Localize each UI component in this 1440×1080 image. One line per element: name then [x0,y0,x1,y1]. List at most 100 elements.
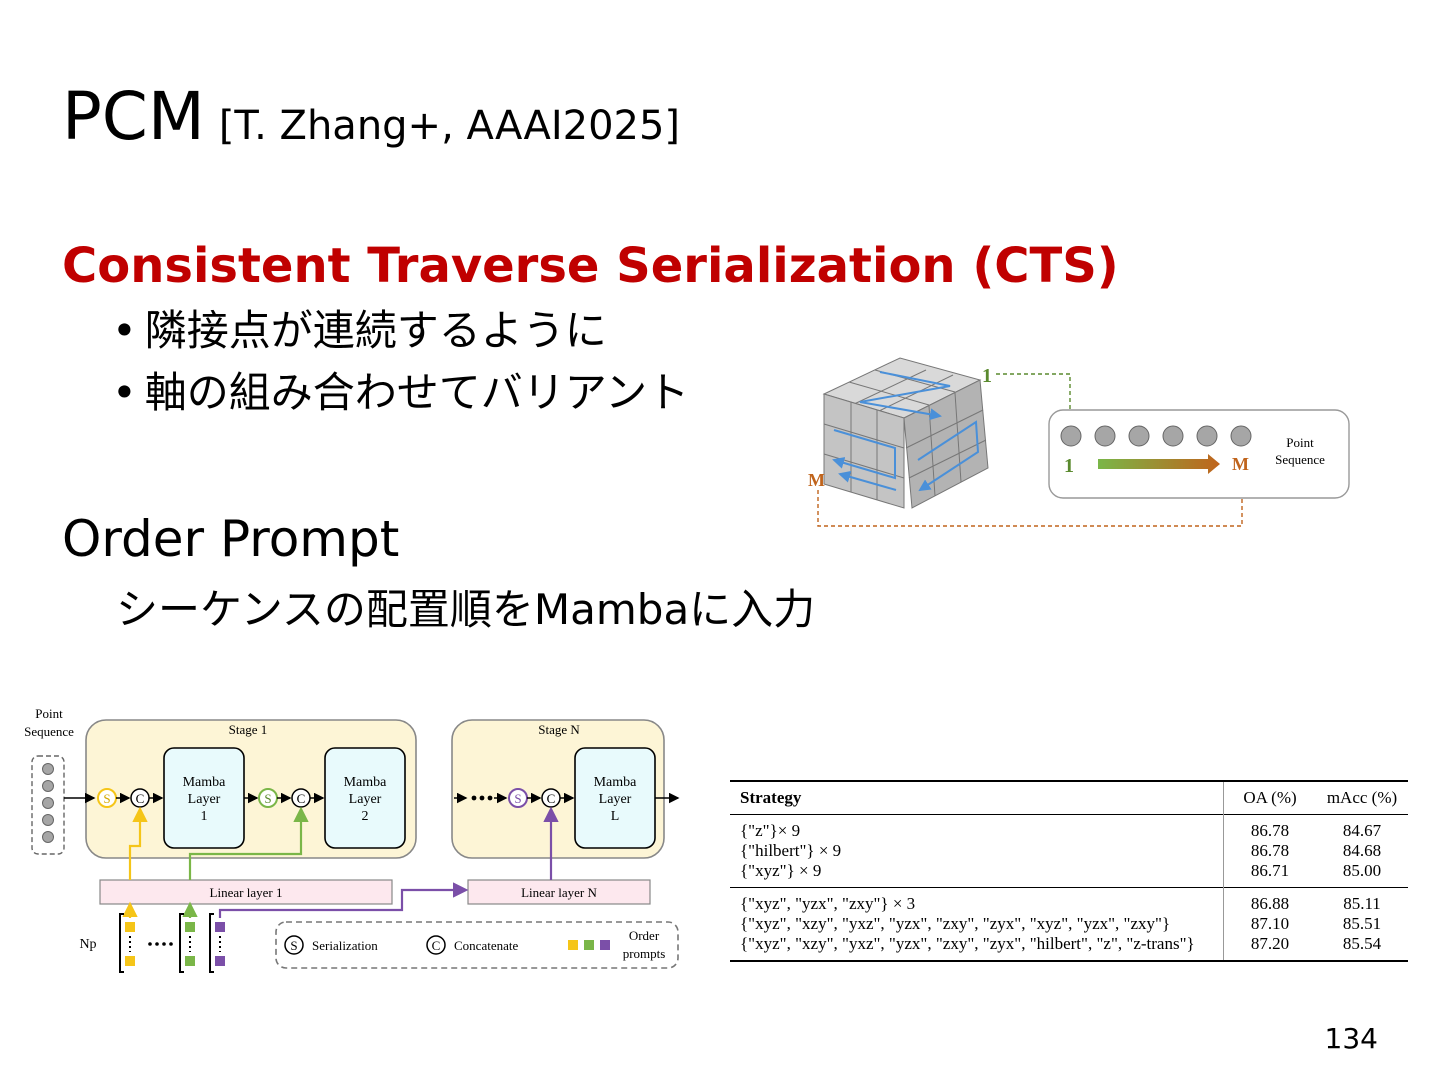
mamba-layer-2-text: 2 [362,809,369,824]
cell-macc: 84.68 [1342,841,1382,860]
concatenate-symbol: C [297,791,306,806]
mamba-layer-1-text: Mamba [183,775,227,790]
cell-macc: 84.67 [1342,821,1382,840]
cell-strategy: {"xyz", "yzx", "zxy"} × 3 [740,894,916,913]
mamba-layer-1-text: Layer [188,792,221,807]
legend-yellow-square [568,940,578,950]
cell-strategy: {"xyz", "xzy", "yxz", "yzx", "zxy", "zyx… [740,914,1171,933]
ellipsis-dot [155,942,159,946]
table-header-row: Strategy OA (%) mAcc (%) [730,781,1408,815]
slide-title: PCM [T. Zhang+, AAAI2025] [62,78,680,155]
input-label: Sequence [24,724,74,739]
ellipsis-dot [487,795,493,801]
input-point [42,780,54,792]
cell-oa: 87.20 [1223,934,1316,961]
sequence-point [1094,425,1116,447]
input-point [42,797,54,809]
title-text: PCM [62,78,205,155]
legend-order-prompts-label: prompts [623,946,666,961]
legend-c-letter: C [432,938,441,953]
end-connector [817,475,1248,527]
results-table-grid: Strategy OA (%) mAcc (%) {"z"}× 9 86.78 … [730,780,1408,962]
cell-oa: 86.71 [1223,861,1316,888]
seq-start-label: 1 [1064,455,1074,477]
header-oa: OA (%) [1223,781,1316,815]
cell-strategy: {"xyz", "xzy", "yxz", "yzx", "zxy", "zyx… [740,934,1195,953]
linear-layer-n [467,879,651,905]
legend-serialization-label: Serialization [312,938,378,953]
table-row: {"xyz", "yzx", "zxy"} × 3 86.88 85.11 [730,887,1408,914]
yellow-prompt-square [125,956,135,966]
mamba-layer-l-text: L [611,809,620,824]
point-sequence-box [1048,409,1350,499]
legend-purple-square [600,940,610,950]
point-sequence-label: Sequence [1275,452,1325,467]
citation: [T. Zhang+, AAAI2025] [218,103,681,149]
serialization-symbol: S [264,791,271,806]
input-sequence-box [31,755,65,855]
purple-prompt-square [215,956,225,966]
cell-oa: 86.88 [1223,887,1316,914]
mamba-layer-l-text: Layer [599,792,632,807]
sequence-point [1196,425,1218,447]
page-number: 134 [1324,1022,1378,1055]
bracket [119,913,124,973]
cube-end-label: M [808,470,825,490]
yellow-prompt-square [125,922,135,932]
table-row: {"z"}× 9 86.78 84.67 [730,814,1408,841]
table-row: {"xyz"} × 9 86.71 85.00 [730,861,1408,888]
start-connector [996,373,1076,425]
sequence-gradient-arrow [1098,454,1220,474]
bullet-item: 軸の組み合わせてバリアント [112,362,689,424]
architecture-figure: Point Sequence Stage 1 Stage N S C Mamba… [24,706,680,973]
bullet-item: 隣接点が連続するように [112,300,689,362]
stage-1-label: Stage 1 [229,722,268,737]
legend-order-prompts-label: Order [629,928,660,943]
sequence-points [1060,425,1252,447]
concatenate-symbol: C [136,791,145,806]
serialization-symbol: S [103,791,110,806]
legend-serialization-symbol [284,935,304,955]
cts-bullet-list: 隣接点が連続するように 軸の組み合わせてバリアント [112,300,689,424]
table-row: {"xyz", "xzy", "yxz", "yzx", "zxy", "zyx… [730,934,1408,961]
green-prompt-square [185,956,195,966]
cell-strategy: {"z"}× 9 [740,821,801,840]
cell-oa: 86.78 [1223,841,1316,861]
sequence-point [1060,425,1082,447]
input-label: Point [35,706,63,721]
sequence-point [1162,425,1184,447]
mamba-layer-2 [324,747,406,849]
input-point [42,831,54,843]
ellipsis-dot [148,942,152,946]
ellipsis-dot [169,942,173,946]
cts-figure: 1 M 1 M Point Sequence [808,357,1350,527]
cell-macc: 85.51 [1342,914,1382,933]
concatenate-symbol: C [547,791,556,806]
cts-heading: Consistent Traverse Serialization (CTS) [62,238,1119,294]
purple-prompt-square [215,922,225,932]
linear-layer-1-label: Linear layer 1 [210,885,283,900]
green-prompt-path [188,806,309,880]
serialization-symbol: S [514,791,521,806]
cube-start-label: 1 [982,365,992,387]
input-point [42,814,54,826]
bracket [179,913,184,973]
np-label: Np [79,937,96,952]
legend-s-letter: S [290,938,297,953]
stage-n-label: Stage N [538,722,580,737]
header-strategy: Strategy [740,788,802,807]
mamba-layer-1-text: 1 [201,809,208,824]
cell-macc: 85.11 [1343,894,1381,913]
cell-macc: 85.54 [1342,934,1382,953]
input-point [42,763,54,775]
results-table: Strategy OA (%) mAcc (%) {"z"}× 9 86.78 … [730,780,1408,962]
mamba-layer-2-text: Mamba [344,775,388,790]
header-macc: mAcc (%) [1326,788,1398,807]
cell-strategy: {"hilbert"} × 9 [740,841,842,860]
legend-concatenate-symbol [426,935,446,955]
seq-end-label: M [1232,454,1249,474]
table-group-single: {"z"}× 9 86.78 84.67 {"hilbert"} × 9 86.… [730,814,1408,888]
bracket [209,913,214,973]
legend-box [275,921,679,969]
legend-green-square [584,940,594,950]
